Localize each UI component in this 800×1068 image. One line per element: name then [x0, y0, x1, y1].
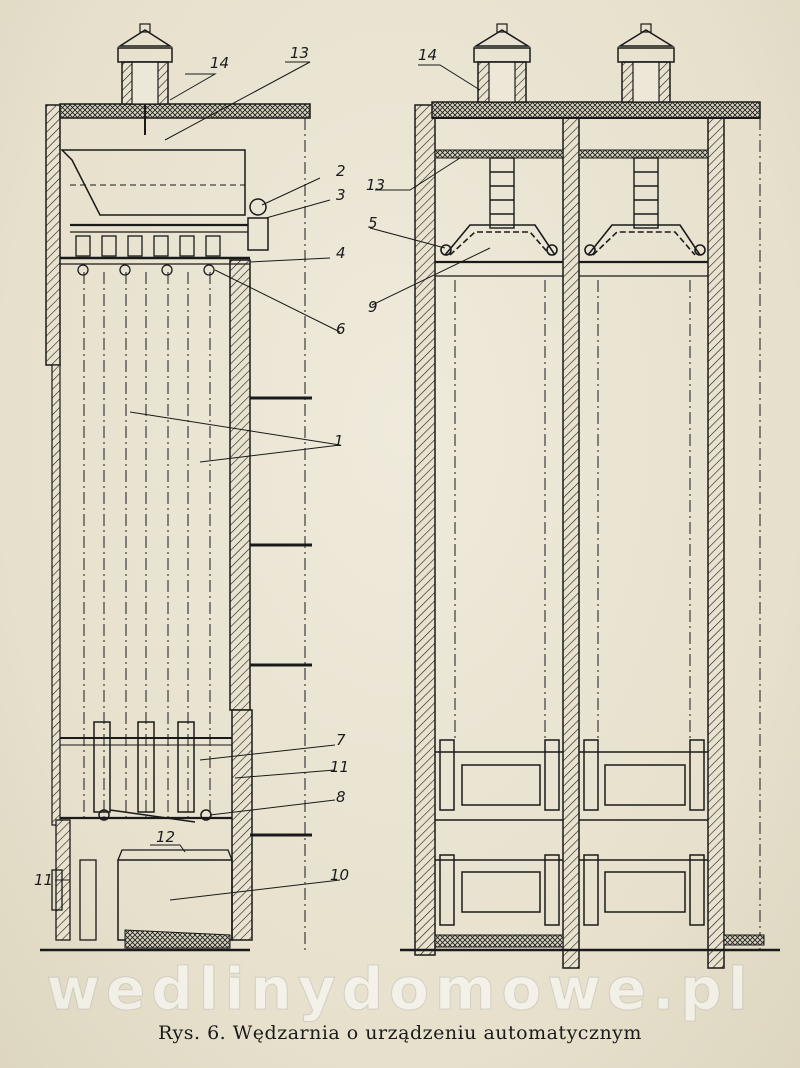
- chimney-right-2: [617, 23, 675, 103]
- label-3: 3: [336, 186, 346, 204]
- lower-hooks: [93, 721, 212, 821]
- label-2: 2: [336, 162, 346, 180]
- label-4: 4: [336, 244, 346, 262]
- right-section-view: [400, 23, 780, 969]
- part-labels: 14 13 2 3 4 6 1 7 11 8 12 10 11 14 13 5 …: [34, 44, 437, 889]
- hanging-frames: [440, 224, 706, 256]
- smoking-rods-left: [83, 272, 211, 820]
- ledges: [250, 396, 312, 837]
- label-9: 9: [368, 298, 378, 316]
- trolley-row: [75, 235, 221, 276]
- label-8: 8: [336, 788, 346, 806]
- label-11-right: 11: [330, 758, 349, 776]
- chain-ladders: [489, 157, 659, 229]
- label-1: 1: [334, 432, 344, 450]
- label-14-right: 14: [418, 46, 437, 64]
- chimney-left: [117, 23, 173, 135]
- label-13-left: 13: [290, 44, 309, 62]
- label-5: 5: [368, 214, 378, 232]
- label-13-right: 13: [366, 176, 385, 194]
- label-7: 7: [336, 731, 346, 749]
- lower-carriages: [435, 739, 708, 926]
- smoking-rods-right: [454, 118, 761, 950]
- figure-caption: Rys. 6. Wędzarnia o urządzeniu automatyc…: [158, 1022, 642, 1044]
- label-14-left: 14: [210, 54, 229, 72]
- label-12: 12: [156, 828, 175, 846]
- label-11-left: 11: [34, 871, 53, 889]
- chimney-right-1: [473, 23, 531, 103]
- smokehouse-drawing: 14 13 2 3 4 6 1 7 11 8 12 10 11 14 13 5 …: [34, 23, 780, 969]
- leader-lines: [55, 61, 491, 901]
- left-section-view: [40, 23, 312, 952]
- watermark: wedlinydomowe.pl: [46, 955, 754, 1024]
- label-10: 10: [330, 866, 349, 884]
- label-6: 6: [336, 320, 346, 338]
